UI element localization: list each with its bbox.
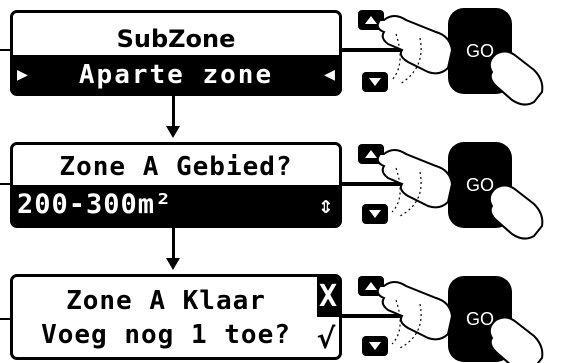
motion-trail-icon (391, 33, 401, 81)
hand-pointer-icon (488, 316, 544, 363)
hand-pointer-icon (488, 50, 544, 106)
up-down-arrows-icon: ⇕ (318, 191, 333, 219)
up-arrow-button-icon (365, 150, 377, 158)
screen-title: Zone A Gebied? (59, 152, 293, 182)
hand-pointer-icon (376, 15, 454, 75)
go-button-label: GO (465, 40, 494, 61)
down-arrow-button-icon (369, 342, 381, 350)
up-arrow-button-icon (365, 16, 377, 24)
hand-pointer-icon (376, 149, 454, 209)
flow-arrow-icon (172, 96, 175, 128)
screen-line-2: Voeg nog 1 toe? (41, 320, 291, 350)
screen-title: SubZone (116, 25, 236, 53)
down-arrow-button[interactable] (362, 204, 388, 224)
hand-pointer-icon (376, 281, 454, 341)
motion-trail-icon (391, 167, 401, 213)
left-triangle-icon: ▶ (17, 64, 28, 85)
motion-trail-icon (391, 299, 401, 345)
lcd-screen-area: Zone A Gebied? 200-300m² ⇕ (10, 142, 342, 228)
screen-value-field: 200-300m² ⇕ (13, 185, 339, 225)
option-text: Aparte zone (78, 60, 274, 90)
flow-arrow-icon (172, 228, 175, 260)
down-arrow-button-icon (369, 210, 381, 218)
arrowhead-icon (166, 258, 180, 270)
go-button-label: GO (465, 174, 494, 195)
down-arrow-button[interactable] (362, 336, 388, 356)
connector-lead (0, 49, 10, 51)
lcd-screen-confirm: Zone A Klaar Voeg nog 1 toe? X √ (10, 274, 342, 360)
down-arrow-button-icon (369, 78, 381, 86)
screen-line-1: Zone A Klaar (66, 286, 266, 316)
cancel-mark: X (318, 279, 338, 314)
cancel-x-icon: X (317, 277, 339, 317)
up-arrow-button-icon (365, 282, 377, 290)
arrowhead-icon (166, 126, 180, 138)
down-arrow-button[interactable] (362, 72, 388, 92)
hand-pointer-icon (488, 184, 544, 240)
confirm-check-icon: √ (316, 322, 336, 355)
lcd-screen-subzone: SubZone ▶ Aparte zone ◀ (10, 10, 342, 96)
motion-trail-icon (399, 303, 422, 349)
screen-selected-option: ▶ Aparte zone ◀ (13, 55, 339, 93)
connector-lead (0, 183, 10, 185)
connector-lead (0, 318, 10, 320)
motion-trail-icon (399, 171, 422, 217)
area-value: 200-300m² (17, 189, 173, 220)
go-button-label: GO (465, 308, 494, 329)
motion-trail-icon (399, 37, 422, 85)
right-triangle-icon: ◀ (324, 64, 335, 85)
